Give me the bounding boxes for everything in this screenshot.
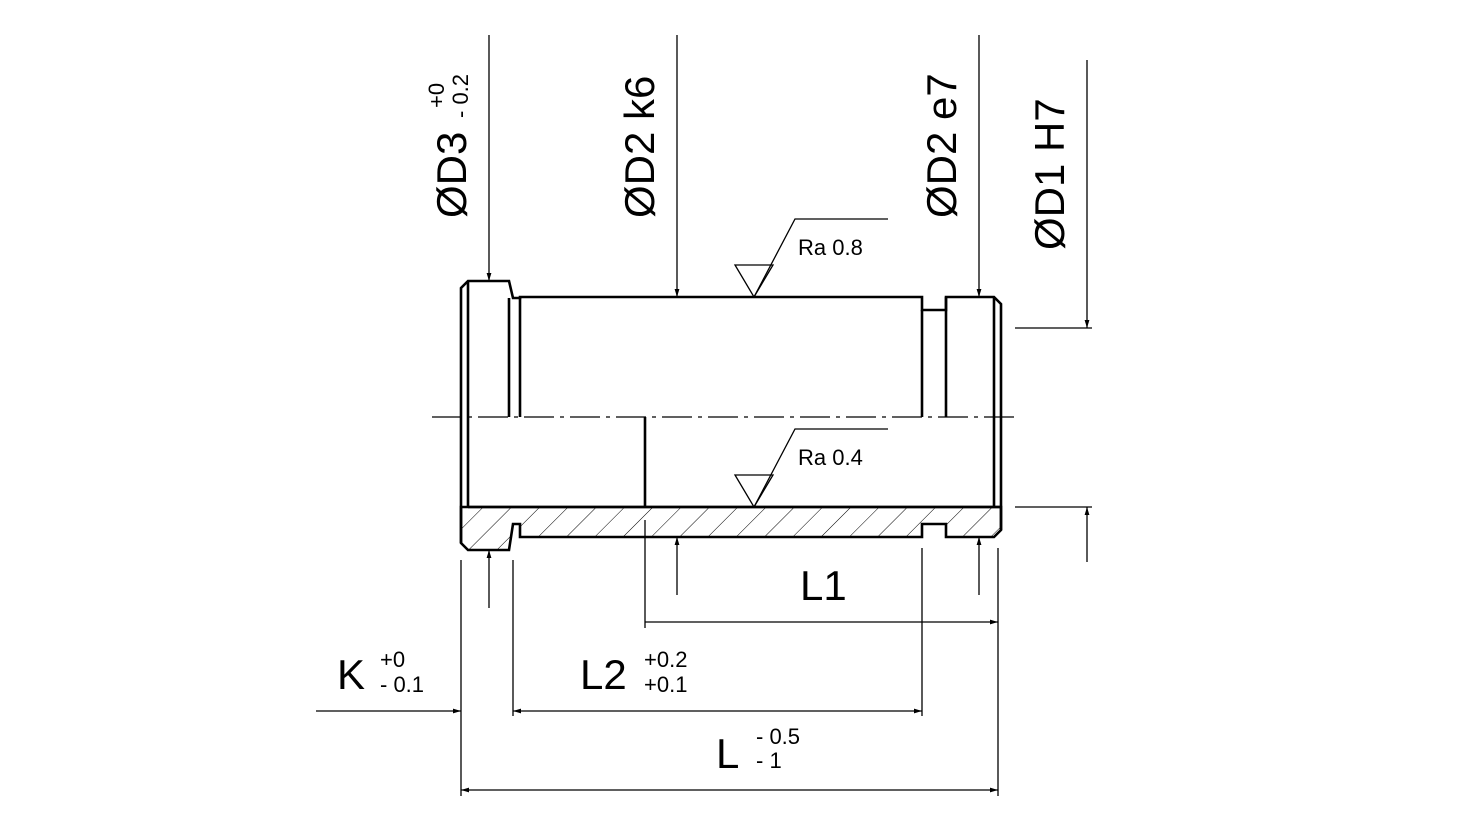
k-tol-upper: +0: [380, 647, 405, 672]
k-label: K: [337, 651, 365, 698]
d2-e7-label: ØD2 e7: [918, 73, 965, 218]
d3-label: ØD3: [428, 132, 475, 218]
l-tol-lower: - 1: [756, 748, 782, 773]
surface-finish-outer-label: Ra 0.8: [798, 235, 863, 260]
callout-d1: ØD1 H7: [1015, 60, 1092, 562]
extension-lines: [460, 520, 999, 796]
d1-label: ØD1 H7: [1026, 98, 1073, 250]
l-tol-upper: - 0.5: [756, 724, 800, 749]
section-hatch: [459, 505, 1003, 552]
dimension-l: L - 0.5 - 1: [461, 724, 998, 793]
k-tol-lower: - 0.1: [380, 672, 424, 697]
surface-finish-outer: Ra 0.8: [733, 218, 888, 299]
d3-tol-upper: +0: [424, 83, 449, 108]
dimension-k: K +0 - 0.1: [316, 647, 461, 714]
surface-finish-bore-label: Ra 0.4: [798, 445, 863, 470]
callout-d2-e7: ØD2 e7: [918, 35, 982, 595]
d3-tol-lower: - 0.2: [448, 74, 473, 118]
part-outline: [432, 279, 1020, 552]
dimension-l2: L2 +0.2 +0.1: [513, 647, 922, 714]
l2-tol-lower: +0.1: [644, 672, 687, 697]
d2-k6-label: ØD2 k6: [616, 76, 663, 218]
upper-profile: [459, 279, 1003, 417]
surface-finish-bore: Ra 0.4: [733, 428, 888, 509]
l2-tol-upper: +0.2: [644, 647, 687, 672]
l1-label: L1: [800, 562, 847, 609]
l-label: L: [716, 730, 739, 777]
callout-d2-k6: ØD2 k6: [616, 35, 680, 595]
dimension-l1: L1: [645, 562, 998, 625]
l2-label: L2: [580, 651, 627, 698]
callout-d3: ØD3 +0 - 0.2: [424, 35, 492, 608]
